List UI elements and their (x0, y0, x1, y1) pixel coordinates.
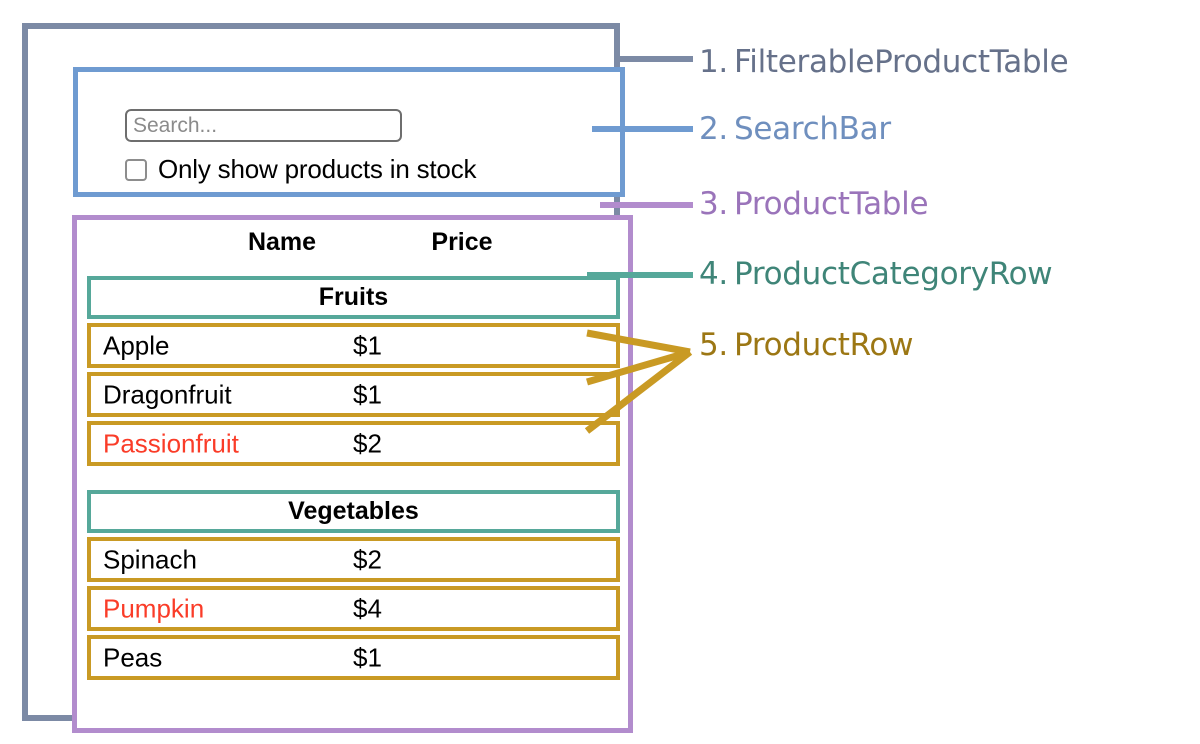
product-row: Apple $1 (87, 323, 620, 368)
callout-number: 3. (699, 186, 728, 222)
product-table-box: Name Price Fruits Apple $1 Dragonfruit $… (72, 215, 633, 733)
product-price: $1 (353, 330, 382, 360)
callout-label-product-category-row: 4.ProductCategoryRow (699, 256, 1053, 292)
product-name: Peas (103, 642, 163, 672)
callout-text: ProductTable (733, 186, 929, 222)
product-category-row: Fruits (87, 276, 620, 319)
callout-number: 4. (699, 256, 728, 292)
callout-label-product-row: 5.ProductRow (699, 327, 913, 363)
column-header-name: Name (247, 228, 317, 256)
callout-text: ProductRow (733, 327, 914, 363)
product-table-rows: Fruits Apple $1 Dragonfruit $1 Passionfr… (87, 276, 620, 684)
product-price: $4 (353, 593, 382, 623)
callout-text: FilterableProductTable (733, 44, 1069, 80)
product-row: Peas $1 (87, 635, 620, 680)
product-name: Dragonfruit (103, 379, 232, 409)
product-table-header: Name Price (77, 228, 628, 266)
product-price: $1 (353, 379, 382, 409)
callout-text: ProductCategoryRow (733, 256, 1053, 292)
product-category-label: Fruits (318, 283, 389, 311)
product-row: Spinach $2 (87, 537, 620, 582)
checkbox-icon[interactable] (125, 158, 147, 181)
group-spacer (87, 470, 620, 490)
in-stock-filter-label: Only show products in stock (158, 154, 477, 184)
column-header-price: Price (431, 228, 493, 256)
in-stock-filter-row[interactable]: Only show products in stock (125, 154, 476, 185)
callout-number: 1. (699, 44, 728, 80)
product-category-row: Vegetables (87, 490, 620, 533)
product-price: $1 (353, 642, 382, 672)
callout-label-search-bar: 2.SearchBar (699, 111, 891, 147)
product-price: $2 (353, 428, 382, 458)
product-name: Apple (103, 330, 170, 360)
product-name: Passionfruit (103, 428, 239, 458)
callout-text: SearchBar (733, 111, 891, 147)
product-name: Pumpkin (103, 593, 205, 623)
search-input[interactable] (125, 109, 402, 142)
product-name: Spinach (103, 544, 197, 574)
product-price: $2 (353, 544, 382, 574)
product-row: Passionfruit $2 (87, 421, 620, 466)
filterable-product-table-box: Only show products in stock Name Price F… (22, 23, 633, 733)
product-row: Pumpkin $4 (87, 586, 620, 631)
callout-number: 5. (699, 327, 728, 363)
callout-label-filterable-product-table: 1.FilterableProductTable (699, 44, 1069, 80)
product-category-label: Vegetables (288, 497, 419, 525)
product-row: Dragonfruit $1 (87, 372, 620, 417)
search-bar-box: Only show products in stock (73, 67, 625, 197)
callout-label-product-table: 3.ProductTable (699, 186, 929, 222)
callout-number: 2. (699, 111, 728, 147)
